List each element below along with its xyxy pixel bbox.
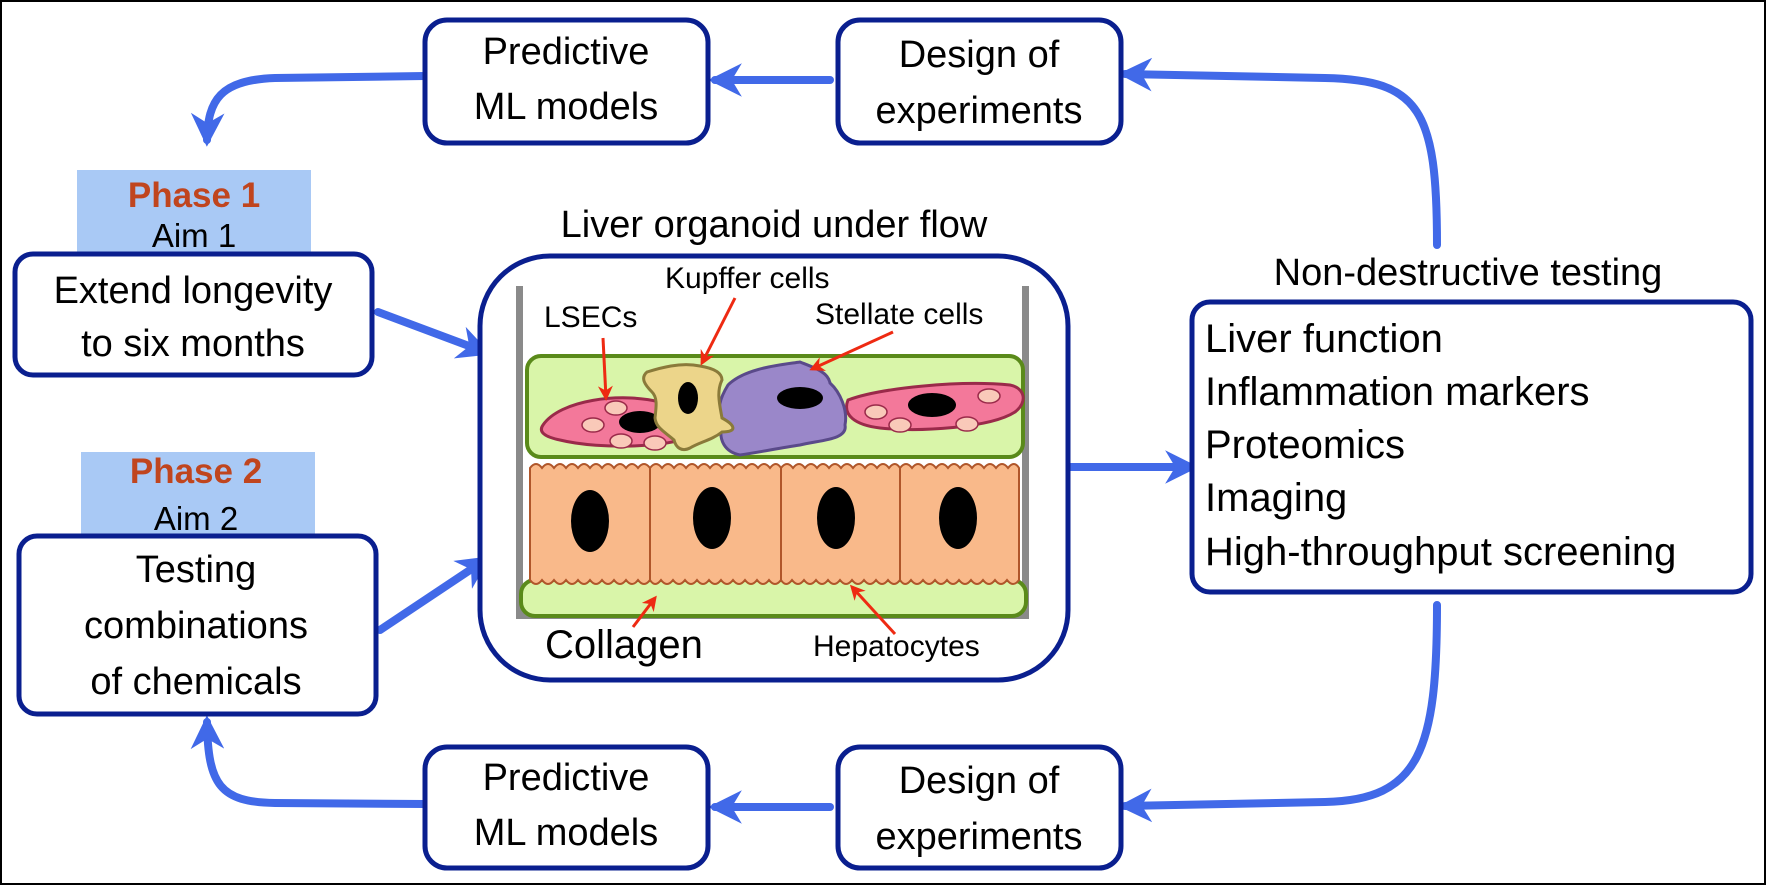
- phase2-box-line2: combinations: [84, 605, 308, 647]
- hepatocyte-cell: [649, 463, 782, 585]
- hepatocyte-row: [529, 463, 1020, 585]
- arrow-testing-to-top-design: [1118, 57, 1441, 249]
- hepatocyte-cell: [780, 463, 901, 585]
- label-kupffer: Kupffer cells: [665, 262, 830, 295]
- label-collagen: Collagen: [545, 623, 703, 667]
- label-hepatocytes: Hepatocytes: [813, 630, 980, 663]
- phase1-box-line1: Extend longevity: [54, 270, 333, 312]
- lsec-cell-right: [845, 382, 1025, 433]
- phase1-aim: Aim 1: [152, 217, 236, 254]
- annotation-arrows: [597, 297, 897, 636]
- top-predictive-line1: Predictive: [483, 31, 650, 73]
- arrow-collagen: [631, 595, 657, 628]
- arrow-bottom-predictive-to-phase2: [190, 715, 429, 808]
- phase2-title: Phase 2: [130, 452, 262, 491]
- phase1-box-line2: to six months: [81, 323, 305, 365]
- organoid-title: Liver organoid under flow: [561, 204, 988, 246]
- testing-item-proteomics: Proteomics: [1205, 423, 1405, 467]
- testing-item-screening: High-throughput screening: [1205, 530, 1676, 574]
- channel-wall-left: [516, 286, 523, 619]
- top-design-line2: experiments: [876, 90, 1083, 132]
- top-predictive-line2: ML models: [474, 86, 658, 128]
- phase1-header-bg: [77, 170, 311, 254]
- testing-item-inflammation: Inflammation markers: [1205, 370, 1590, 414]
- flow-arrows: [190, 57, 1441, 824]
- testing-box: [1189, 299, 1754, 595]
- collagen-layer-bottom: [519, 578, 1028, 618]
- bottom-design-line2: experiments: [876, 816, 1083, 858]
- stellate-cell: [717, 360, 848, 457]
- phase2-box: [16, 533, 379, 717]
- testing-group: Non-destructive testing Liver function I…: [1189, 252, 1754, 595]
- kupffer-cell: [642, 363, 735, 452]
- bottom-design-box: Design of experiments: [835, 744, 1124, 871]
- arrow-stellate: [809, 330, 894, 371]
- arrow-top-predictive-to-phase1: [190, 72, 429, 147]
- arrow-hepatocytes: [849, 584, 897, 636]
- arrow-phase1-to-organoid: [374, 308, 492, 359]
- hepatocyte-cell: [899, 463, 1020, 585]
- top-predictive-box: Predictive ML models: [422, 17, 711, 146]
- arrow-phase2-to-organoid: [376, 556, 491, 634]
- hepatocyte-cell: [529, 463, 651, 585]
- arrow-testing-to-bottom-design: [1118, 601, 1441, 823]
- testing-item-liver-function: Liver function: [1205, 317, 1443, 361]
- phase1-title: Phase 1: [128, 176, 260, 215]
- top-design-line1: Design of: [899, 34, 1060, 76]
- phase2-header-bg: [81, 452, 315, 536]
- arrow-lsecs: [597, 337, 613, 401]
- top-design-box: Design of experiments: [835, 17, 1124, 146]
- bottom-predictive-box: Predictive ML models: [422, 744, 711, 871]
- arrow-kupffer: [700, 297, 737, 366]
- phase2-box-line3: of chemicals: [90, 661, 301, 703]
- bottom-predictive-line1: Predictive: [483, 757, 650, 799]
- testing-item-imaging: Imaging: [1205, 476, 1347, 520]
- bottom-design-line1: Design of: [899, 760, 1060, 802]
- bottom-predictive-line2: ML models: [474, 812, 658, 854]
- phase2-group: Phase 2 Aim 2 Testing combinations of ch…: [16, 452, 379, 717]
- label-stellate: Stellate cells: [815, 298, 983, 331]
- channel-wall-right: [1022, 286, 1029, 619]
- testing-title: Non-destructive testing: [1274, 252, 1663, 294]
- phase1-box: [12, 251, 375, 378]
- label-lsecs: LSECs: [544, 301, 637, 334]
- phase2-box-line1: Testing: [136, 549, 256, 591]
- phase1-group: Phase 1 Aim 1 Extend longevity to six mo…: [12, 170, 375, 378]
- phase2-aim: Aim 2: [154, 500, 238, 537]
- organoid-group: Liver organoid under flow: [477, 204, 1071, 683]
